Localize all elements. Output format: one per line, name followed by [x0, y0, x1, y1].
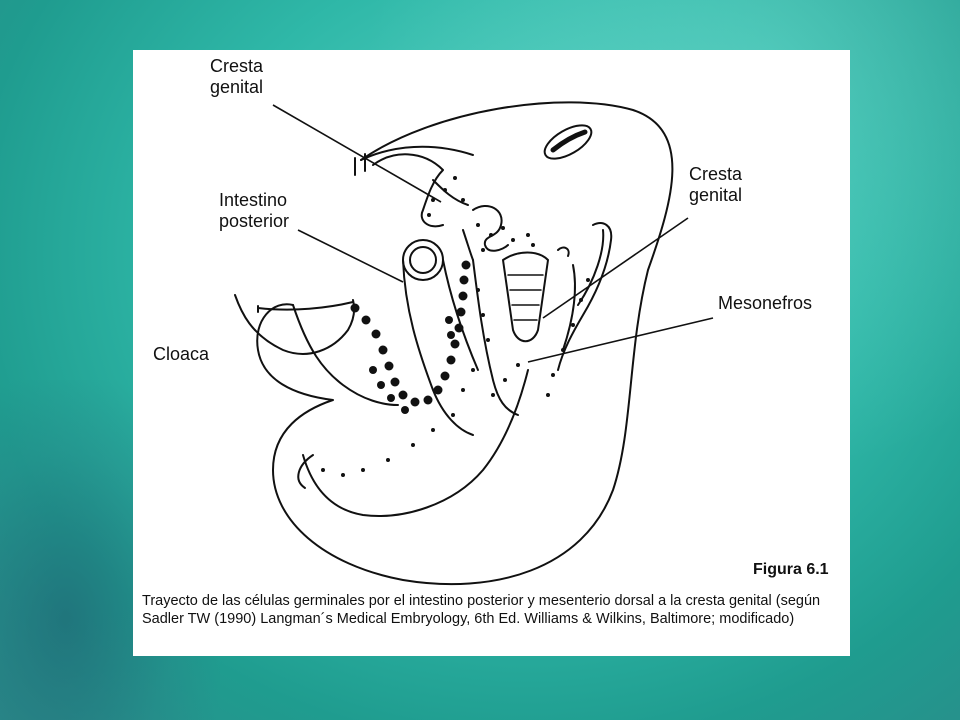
leader-cresta-top: [272, 104, 442, 203]
leader-intestino: [297, 229, 404, 283]
figure-panel: Cresta genital Intestino posterior Crest…: [133, 50, 850, 656]
cloaca-outline: [234, 294, 356, 355]
figure-title: Figura 6.1: [753, 561, 829, 578]
label-cresta-genital-top: Cresta genital: [210, 56, 264, 97]
head-edge: [360, 145, 474, 161]
mesonephros: [502, 251, 549, 343]
embryo-diagram: [234, 101, 714, 586]
germ-cells: [350, 260, 471, 414]
stipple: [321, 176, 590, 477]
dorsal-mesentery: [472, 259, 519, 416]
tail-curve: [292, 304, 399, 406]
genital-ridge-top: [372, 153, 444, 228]
lower-fold: [302, 369, 529, 517]
leader-cresta-right: [542, 217, 689, 319]
label-cloaca: Cloaca: [153, 344, 210, 364]
label-intestino-posterior: Intestino posterior: [219, 190, 290, 231]
leader-mesonefros: [527, 317, 714, 363]
label-cresta-genital-right: Cresta genital: [689, 164, 743, 205]
figure-caption: Trayecto de las células germinales por e…: [142, 593, 821, 627]
label-mesonefros: Mesonefros: [718, 293, 813, 313]
hindgut-inner: [409, 246, 437, 274]
embryo-outline: [256, 101, 674, 586]
neural-oval: [543, 124, 593, 160]
